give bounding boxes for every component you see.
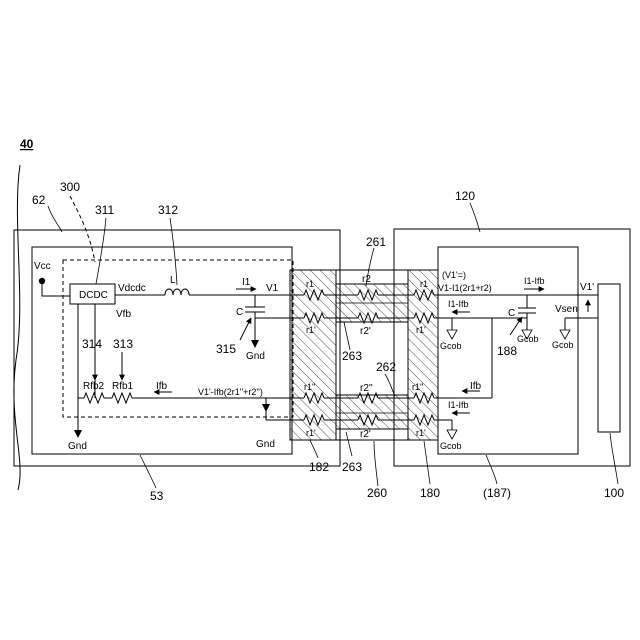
gnd-right-arrow [262, 404, 270, 412]
inductor-l [165, 289, 189, 295]
gnd-right-label: Gnd [256, 439, 275, 450]
ref-314: 314 [82, 337, 102, 351]
ref-120: 120 [455, 189, 475, 203]
r1p-d-label: r1' [416, 428, 426, 438]
gnd-c-label: Gnd [246, 351, 265, 362]
leader-100 [610, 433, 618, 484]
i1-ifb-mid-label: I1-Ifb [448, 299, 469, 309]
gcob-2-label: Gcob [517, 334, 539, 344]
ref-262: 262 [376, 360, 396, 374]
vfb-label: Vfb [116, 309, 131, 320]
gcob-1-arrow [447, 330, 457, 339]
ref-100: 100 [604, 486, 624, 500]
v1eq-label: (V1'=) [442, 270, 466, 280]
leader-120 [470, 203, 480, 232]
rfb1-resistor [112, 393, 132, 403]
c-right-label: C [508, 308, 515, 319]
r2p-b-label: r2' [360, 429, 371, 440]
gcob-4-label: Gcob [440, 441, 462, 451]
ref-188: 188 [497, 344, 517, 358]
i1-ifb-bot-label: I1-Ifb [448, 400, 469, 410]
leader-300 [70, 196, 95, 262]
vcc-label: Vcc [34, 261, 51, 272]
r2-label: r2 [362, 274, 371, 285]
gcob-4-arrow [447, 430, 457, 439]
v1p-right-label: V1' [580, 282, 594, 293]
ref-313: 313 [113, 337, 133, 351]
leader-263a [344, 322, 350, 350]
r1p-a-label: r1' [306, 325, 316, 335]
leader-62 [48, 206, 62, 232]
r1-c-label: r1 [420, 279, 428, 289]
ref-187: (187) [483, 486, 511, 500]
ref-260: 260 [367, 486, 387, 500]
ref-300: 300 [60, 180, 80, 194]
v1-left-label: V1 [266, 283, 279, 294]
ref-180: 180 [420, 486, 440, 500]
leader-182 [310, 440, 318, 458]
leader-263b [346, 432, 352, 456]
leader-260 [374, 441, 378, 486]
rfb2-resistor [84, 393, 104, 403]
ref-182: 182 [309, 460, 329, 474]
r1pp-c-label: r1'' [412, 382, 424, 392]
vdcdc-label: Vdcdc [118, 283, 146, 294]
leader-180 [424, 441, 430, 484]
ref-315-arrow [240, 318, 251, 340]
r2pp-label: r2'' [360, 383, 373, 394]
rfb2-label: Rfb2 [83, 381, 105, 392]
sensor-box [598, 284, 620, 432]
i1-left-label: I1 [242, 277, 251, 288]
ref-53: 53 [150, 489, 164, 503]
ref-263a: 263 [342, 349, 362, 363]
leader-187 [486, 455, 497, 484]
vsen-label: Vsen [555, 304, 578, 315]
gcob-1-label: Gcob [440, 341, 462, 351]
v1-formula-label: V1-I1(2r1+r2) [438, 283, 492, 293]
r1p-c-label: r1' [416, 325, 426, 335]
rfb1-label: Rfb1 [112, 381, 134, 392]
ref-188-arrow [510, 317, 522, 335]
r2p-a-label: r2' [360, 326, 371, 337]
ref-263b: 263 [342, 460, 362, 474]
ref-312: 312 [158, 203, 178, 217]
outer-boundary-curve [14, 165, 20, 490]
figure-label: 40 [20, 137, 34, 151]
v1-ifb-formula-label: V1'-Ifb(2r1''+r2'') [198, 387, 263, 397]
r1p-b-label: r1' [306, 428, 316, 438]
dcdc-label: DCDC [79, 290, 108, 301]
ref-311: 311 [95, 203, 114, 217]
gnd-left-label: Gnd [68, 441, 87, 452]
ifb-left-label: Ifb [156, 381, 168, 392]
gnd-c-arrow [251, 340, 259, 348]
ref-62: 62 [32, 193, 46, 207]
gcob-3-label: Gcob [552, 340, 574, 350]
gnd-left-arrow [74, 430, 82, 438]
ifb-right-label: Ifb [470, 381, 482, 392]
l-label: L [170, 275, 176, 286]
i1-ifb-top-label: I1-Ifb [524, 276, 545, 286]
leader-53 [140, 455, 156, 488]
leader-311 [96, 218, 106, 284]
vcc-wire [42, 281, 70, 296]
c-left-label: C [236, 307, 243, 318]
ref-261: 261 [366, 235, 386, 249]
ref-315: 315 [216, 342, 236, 356]
r1-a-label: r1 [306, 279, 314, 289]
r1pp-a-label: r1'' [304, 382, 316, 392]
gcob-3-arrow [560, 330, 570, 339]
